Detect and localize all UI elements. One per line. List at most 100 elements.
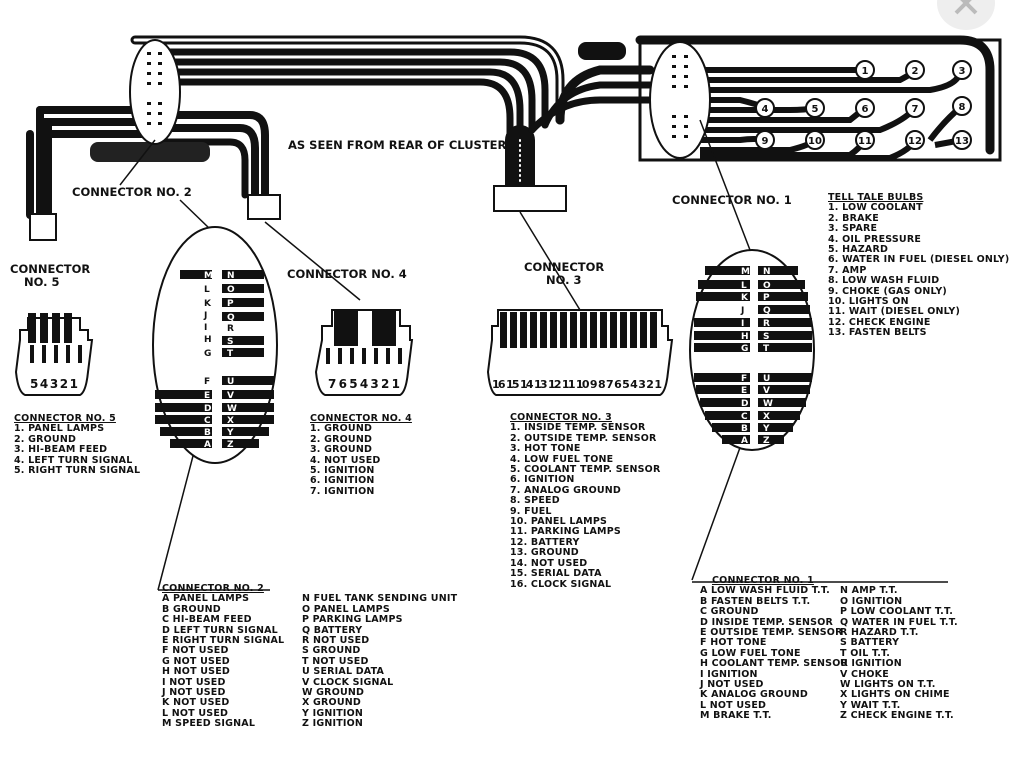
- svg-text:V: V: [763, 386, 770, 396]
- connector-4-plug: [314, 309, 414, 396]
- connector-1-label: CONNECTOR NO. 1: [672, 193, 792, 207]
- legend-item: 7. IGNITION: [310, 485, 375, 497]
- svg-text:L: L: [204, 285, 210, 295]
- svg-text:N: N: [227, 271, 235, 281]
- connector-2-legend-title: CONNECTOR NO. 2: [162, 583, 264, 594]
- bulb-board: [638, 38, 1002, 162]
- connector-1-bars: [694, 266, 812, 444]
- svg-text:Y: Y: [762, 424, 770, 434]
- connector-4-pin-numbers: 7654321: [328, 377, 400, 391]
- legend-item: V CHOKE: [840, 668, 889, 680]
- legend-item: L NOT USED: [700, 699, 767, 711]
- connector-3-pin-numbers: 16 15 14 13 12 11 10 9 8 7 6 5 4 3 2 1: [492, 378, 662, 391]
- legend-item: K ANALOG GROUND: [700, 689, 808, 701]
- legend-item: 4. OIL PRESSURE: [828, 233, 922, 245]
- svg-text:P: P: [227, 299, 234, 309]
- svg-text:F: F: [741, 374, 747, 384]
- svg-text:R: R: [227, 324, 234, 334]
- svg-text:K: K: [741, 293, 749, 303]
- bulb-num-7: 7: [912, 104, 919, 115]
- legend-item: 4. NOT USED: [310, 454, 381, 466]
- legend-item: 2. BRAKE: [828, 212, 879, 224]
- cluster-connector-right-pins: [672, 55, 688, 138]
- svg-text:J: J: [740, 306, 744, 316]
- bulb-num-12: 12: [908, 136, 922, 147]
- legend-item: 1. PANEL LAMPS: [14, 423, 105, 435]
- legend-item: 3. SPARE: [828, 223, 878, 235]
- svg-text:H: H: [741, 332, 749, 342]
- svg-text:X: X: [763, 412, 770, 422]
- legend-item: Q BATTERY: [302, 624, 363, 636]
- legend-item: T NOT USED: [302, 655, 369, 667]
- legend-item: B FASTEN BELTS T.T.: [700, 595, 811, 607]
- legend-item: 14. NOT USED: [510, 557, 588, 569]
- legend-item: 5. HAZARD: [828, 244, 889, 256]
- connector-5-legend: CONNECTOR NO. 5 1. PANEL LAMPS 2. GROUND…: [14, 413, 141, 477]
- legend-item: G LOW FUEL TONE: [700, 647, 801, 659]
- connector-1-legend: CONNECTOR NO. 1 A LOW WASH FLUID T.T.N A…: [700, 575, 958, 722]
- svg-text:E: E: [741, 386, 747, 396]
- bulb-socket-2: [905, 60, 925, 80]
- bulb-socket-3: [952, 60, 972, 80]
- legend-item: 1. INSIDE TEMP. SENSOR: [510, 422, 646, 434]
- connector-3-label-b: NO. 3: [546, 273, 582, 287]
- legend-item: 16. CLOCK SIGNAL: [510, 578, 612, 590]
- legend-item: 13. GROUND: [510, 547, 579, 559]
- connector-4-legend-title: CONNECTOR NO. 4: [310, 413, 412, 424]
- connector-3-plug: [486, 309, 674, 396]
- bulb-num-11: 11: [858, 136, 872, 147]
- legend-item: P LOW COOLANT T.T.: [840, 606, 954, 618]
- legend-item: A LOW WASH FLUID T.T.: [700, 585, 830, 597]
- cluster-connector-left: [129, 39, 181, 145]
- legend-item: 5. RIGHT TURN SIGNAL: [14, 465, 141, 477]
- legend-item: I IGNITION: [700, 668, 758, 680]
- connector-1-letters: M L K J I H G F E D C B A N O P Q R S T …: [740, 267, 773, 446]
- legend-item: F HOT TONE: [700, 637, 767, 649]
- svg-text:G: G: [741, 344, 748, 354]
- legend-item: 2. GROUND: [14, 433, 77, 445]
- bulb-num-4: 4: [762, 104, 769, 115]
- legend-item: C HI-BEAM FEED: [162, 614, 252, 626]
- connector-5-plug: [14, 313, 94, 396]
- cluster-caption: AS SEEN FROM REAR OF CLUSTER: [288, 138, 507, 152]
- legend-item: 11. WAIT (DIESEL ONLY): [828, 306, 961, 318]
- plug-connector-4: [247, 194, 281, 220]
- svg-text:W: W: [763, 399, 773, 409]
- svg-text:A: A: [204, 440, 211, 450]
- svg-text:K: K: [204, 299, 212, 309]
- svg-text:Z: Z: [227, 440, 234, 450]
- svg-text:Q: Q: [227, 313, 235, 323]
- svg-text:V: V: [227, 391, 234, 401]
- legend-item: 3. HI-BEAM FEED: [14, 444, 108, 456]
- legend-item: S BATTERY: [840, 637, 900, 649]
- svg-text:O: O: [763, 281, 771, 291]
- bulb-socket-13: [952, 130, 972, 150]
- legend-item: H NOT USED: [162, 666, 231, 678]
- bulb-num-13: 13: [955, 136, 969, 147]
- legend-item: P PARKING LAMPS: [302, 614, 403, 626]
- svg-text:X: X: [227, 416, 234, 426]
- legend-item: 2. GROUND: [310, 433, 373, 445]
- legend-item: U IGNITION: [840, 658, 902, 670]
- legend-item: Z CHECK ENGINE T.T.: [840, 710, 954, 722]
- svg-text:E: E: [204, 391, 210, 401]
- legend-item: N AMP T.T.: [840, 585, 898, 597]
- svg-text:I: I: [741, 319, 744, 329]
- bulb-socket-12: [905, 130, 925, 150]
- legend-item: E OUTSIDE TEMP. SENSOR: [700, 627, 843, 639]
- svg-text:W: W: [227, 404, 237, 414]
- svg-text:H: H: [204, 335, 212, 345]
- bulb-num-9: 9: [762, 136, 769, 147]
- legend-item: A PANEL LAMPS: [162, 593, 250, 605]
- legend-item: I NOT USED: [162, 676, 226, 688]
- legend-item: Y IGNITION: [302, 707, 364, 719]
- legend-item: 2. OUTSIDE TEMP. SENSOR: [510, 432, 657, 444]
- cluster-connector-right: [649, 41, 711, 159]
- legend-item: C GROUND: [700, 606, 759, 618]
- legend-item: T OIL T.T.: [840, 647, 891, 659]
- bulb-socket-11: [855, 130, 875, 150]
- tell-tale-legend: TELL TALE BULBS 1. LOW COOLANT 2. BRAKE …: [828, 192, 1009, 339]
- legend-item: 9. CHOKE (GAS ONLY): [828, 285, 947, 297]
